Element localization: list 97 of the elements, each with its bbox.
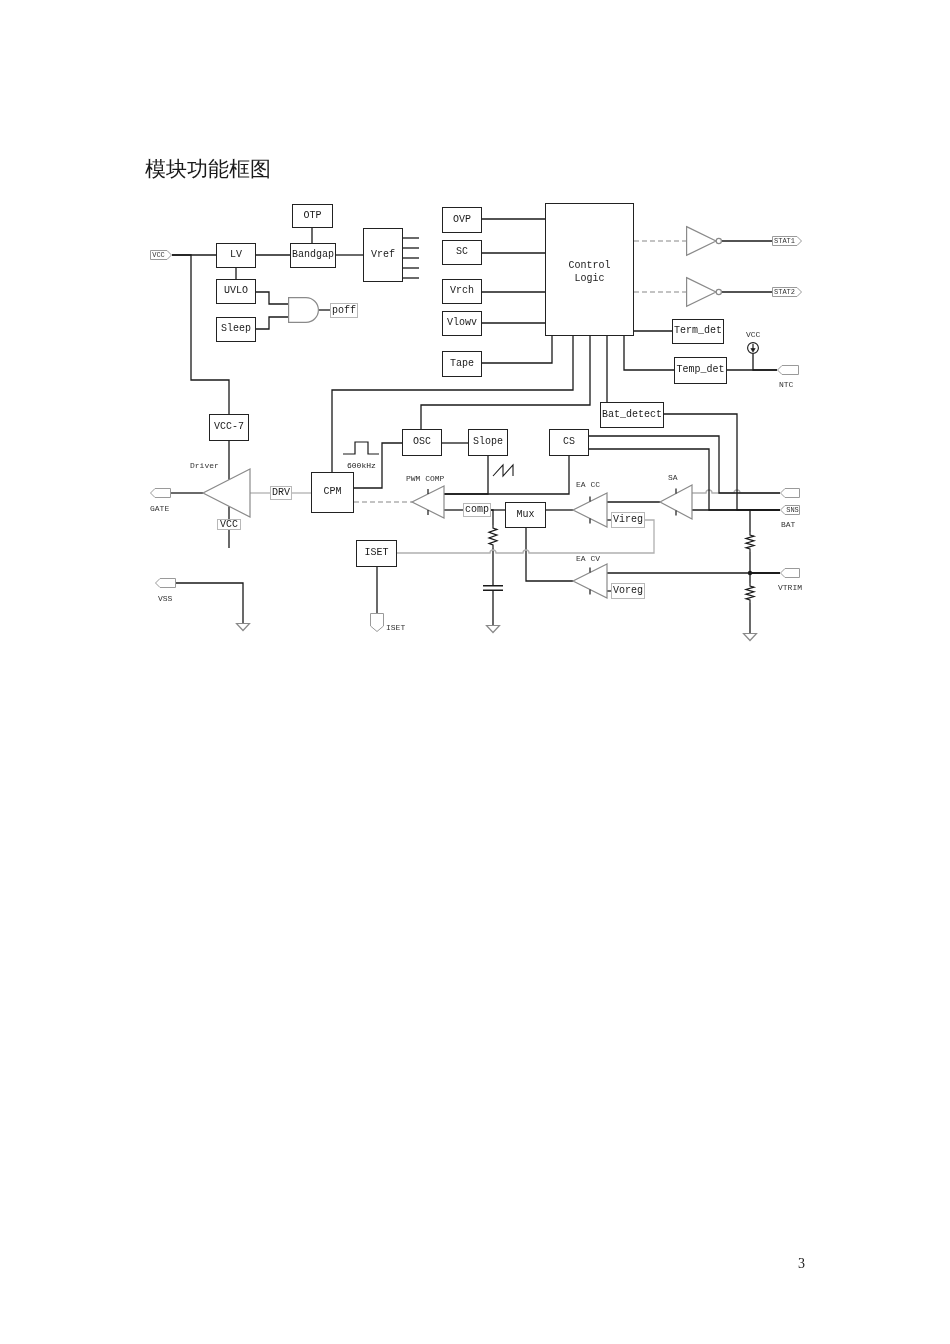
wire — [481, 252, 546, 254]
wire — [291, 492, 312, 494]
block-box: Mux — [505, 502, 546, 528]
wire — [749, 602, 751, 634]
block-box: Temp_det — [674, 357, 727, 384]
wire — [633, 330, 673, 332]
wire — [606, 501, 661, 503]
wire — [255, 254, 291, 256]
wire — [481, 335, 553, 364]
wire — [443, 509, 464, 511]
pin-label: VTRIM — [778, 584, 802, 592]
source-label: VCC — [746, 331, 761, 339]
wire — [492, 590, 494, 626]
pin-label: BAT — [781, 521, 796, 529]
block-box: Bat_detect — [600, 402, 664, 428]
wire — [331, 335, 574, 473]
wire — [606, 335, 608, 403]
wire — [235, 267, 237, 280]
frequency-label: 600kHz — [347, 462, 376, 470]
wire — [311, 227, 313, 244]
block-box: VCC-7 — [209, 414, 249, 441]
wire — [402, 277, 420, 279]
net-label: poff — [330, 303, 358, 318]
block-box: UVLO — [216, 279, 256, 304]
net-label: DRV — [270, 486, 292, 500]
block-box: CS — [549, 429, 589, 456]
block-box: SC — [442, 240, 482, 265]
wire — [545, 509, 574, 511]
wire — [721, 240, 773, 242]
block-box: ISET — [356, 540, 397, 567]
amplifier-label: EA CV — [576, 555, 600, 563]
wire — [170, 492, 204, 494]
wire — [228, 440, 230, 481]
net-label: Voreg — [611, 583, 645, 599]
net-label: comp — [463, 503, 491, 517]
wire — [443, 455, 570, 495]
wire — [481, 291, 546, 293]
block-box: OTP — [292, 204, 333, 228]
block-box: Sleep — [216, 317, 256, 342]
wire — [255, 316, 289, 330]
wire — [402, 247, 420, 249]
block-box: Vrch — [442, 279, 482, 304]
wire — [396, 519, 655, 554]
block-box: Bandgap — [290, 243, 336, 268]
wire — [721, 291, 773, 293]
dashed-wire — [353, 501, 413, 503]
wire — [525, 527, 574, 582]
pin-label: VSS — [158, 595, 173, 603]
wire — [402, 267, 420, 269]
block-box: OVP — [442, 207, 482, 233]
wire — [588, 435, 781, 494]
block-box: LV — [216, 243, 256, 268]
wire — [376, 566, 378, 614]
wire — [490, 509, 494, 526]
block-box: Vlowv — [442, 311, 482, 336]
wire — [420, 335, 591, 430]
amplifier-label: EA CC — [576, 481, 600, 489]
block-box: Slope — [468, 429, 508, 456]
pin-label: GATE — [150, 505, 170, 513]
wire — [335, 254, 364, 256]
block-box: Tape — [442, 351, 482, 377]
wire — [402, 257, 420, 259]
net-label: VCC — [217, 519, 241, 530]
amplifier-label: PWM COMP — [406, 475, 445, 483]
pin-label: ISET — [386, 624, 406, 632]
block-box: Control Logic — [545, 203, 634, 336]
wire — [606, 519, 612, 521]
amplifier-label: SA — [668, 474, 678, 482]
block-box: Term_det — [672, 319, 724, 344]
wire — [623, 335, 675, 371]
block-box: Vref — [363, 228, 403, 282]
wire — [441, 442, 469, 444]
wire — [171, 254, 230, 415]
wire — [175, 582, 244, 624]
pin-label: NTC — [779, 381, 794, 389]
page-title: 模块功能框图 — [145, 157, 271, 183]
page-number: 3 — [798, 1257, 805, 1271]
block-box: CPM — [311, 472, 354, 513]
wire — [318, 309, 331, 311]
wire — [353, 442, 403, 489]
wire — [481, 322, 546, 324]
net-label: Vireg — [611, 512, 645, 528]
wire — [255, 291, 289, 305]
dashed-wire — [633, 291, 687, 293]
wire — [402, 237, 420, 239]
block-box: OSC — [402, 429, 442, 456]
wire — [606, 590, 612, 592]
amplifier-label: Driver — [190, 462, 219, 470]
wire — [749, 509, 781, 533]
wire — [749, 572, 781, 584]
wire — [228, 505, 230, 520]
wire — [228, 529, 230, 549]
wire — [249, 492, 271, 494]
wire — [481, 218, 546, 220]
wire — [752, 353, 778, 371]
dashed-wire — [633, 240, 687, 242]
wire — [492, 547, 494, 586]
